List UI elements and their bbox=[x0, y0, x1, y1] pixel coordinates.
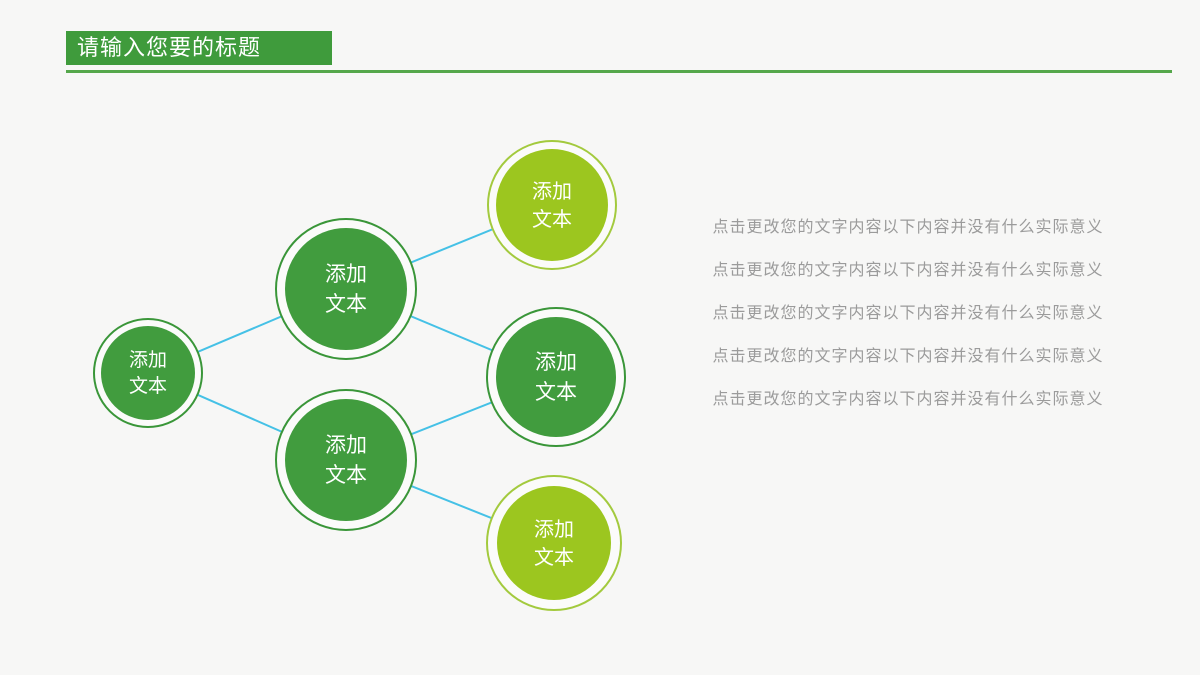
node-label: 添加 文本 bbox=[325, 433, 367, 487]
node-circle: 添加 文本 bbox=[496, 149, 608, 261]
diagram-node-left[interactable]: 添加 文本 bbox=[93, 318, 203, 428]
body-paragraph-1[interactable]: 点击更改您的文字内容以下内容并没有什么实际意义 bbox=[712, 219, 1104, 236]
node-label: 添加 文本 bbox=[128, 349, 167, 397]
title-underline bbox=[66, 70, 1172, 73]
diagram-node-middle-right[interactable]: 添加 文本 bbox=[486, 307, 626, 447]
body-paragraph-4[interactable]: 点击更改您的文字内容以下内容并没有什么实际意义 bbox=[712, 348, 1104, 365]
node-circle: 添加 文本 bbox=[285, 399, 407, 521]
body-paragraph-2[interactable]: 点击更改您的文字内容以下内容并没有什么实际意义 bbox=[712, 262, 1104, 279]
node-circle: 添加 文本 bbox=[497, 486, 611, 600]
node-label: 添加 文本 bbox=[532, 179, 572, 231]
node-label: 添加 文本 bbox=[534, 517, 574, 569]
node-label: 添加 文本 bbox=[325, 262, 367, 316]
title-bar[interactable]: 请输入您要的标题 bbox=[66, 31, 332, 65]
diagram-node-bottom-right[interactable]: 添加 文本 bbox=[486, 475, 622, 611]
node-circle: 添加 文本 bbox=[285, 228, 407, 350]
diagram-node-top-right[interactable]: 添加 文本 bbox=[487, 140, 617, 270]
node-circle: 添加 文本 bbox=[496, 317, 616, 437]
body-paragraph-5[interactable]: 点击更改您的文字内容以下内容并没有什么实际意义 bbox=[712, 391, 1104, 408]
body-paragraph-3[interactable]: 点击更改您的文字内容以下内容并没有什么实际意义 bbox=[712, 305, 1104, 322]
slide-title: 请输入您要的标题 bbox=[77, 35, 262, 60]
diagram-node-top-middle[interactable]: 添加 文本 bbox=[275, 218, 417, 360]
node-circle: 添加 文本 bbox=[101, 326, 195, 420]
body-text-block: 点击更改您的文字内容以下内容并没有什么实际意义 点击更改您的文字内容以下内容并没… bbox=[708, 216, 1108, 431]
node-label: 添加 文本 bbox=[535, 350, 577, 404]
diagram-node-bottom-middle[interactable]: 添加 文本 bbox=[275, 389, 417, 531]
